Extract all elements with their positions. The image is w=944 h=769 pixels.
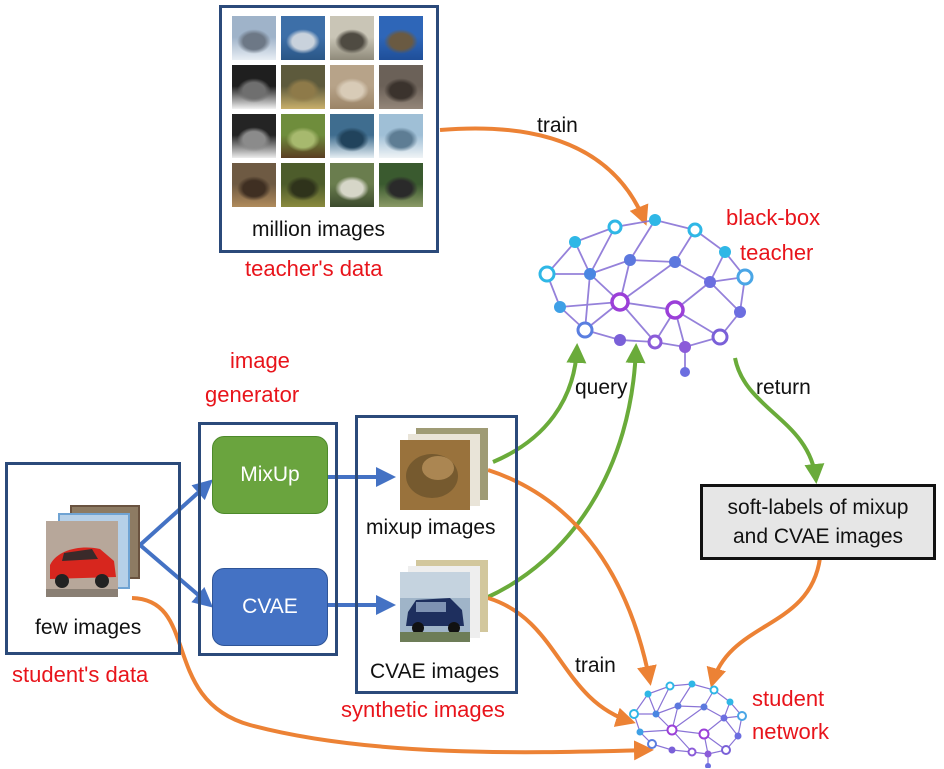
few-images-caption: few images xyxy=(35,616,142,639)
student-data-title: student's data xyxy=(12,662,149,687)
teacher-label-line1: black-box xyxy=(726,205,821,230)
generator-panel xyxy=(198,422,338,656)
deer-thumbnail xyxy=(281,114,325,158)
student-label-line1: student xyxy=(752,686,825,711)
mixup-to-student-arrow xyxy=(487,468,657,686)
soft-label-to-student-arrow xyxy=(706,557,822,688)
train-label-top: train xyxy=(537,114,578,137)
dog-thumbnail xyxy=(232,114,276,158)
frog-thumbnail xyxy=(281,163,325,207)
cvae-to-student-arrow xyxy=(487,596,636,727)
query-arrow-mixup xyxy=(492,343,587,464)
car-thumbnail xyxy=(232,65,276,109)
teacher-label-line2: teacher xyxy=(740,240,814,265)
truck-thumbnail xyxy=(330,163,374,207)
ship-thumbnail xyxy=(330,114,374,158)
mixup-block: MixUp xyxy=(212,436,328,514)
ship-thumbnail xyxy=(379,114,423,158)
cvae-images-caption: CVAE images xyxy=(370,660,500,683)
student-label-line2: network xyxy=(752,719,830,744)
mixup-image-stack xyxy=(400,428,488,510)
train-label-bottom: train xyxy=(575,654,616,677)
airplane-thumbnail xyxy=(281,16,325,60)
soft-labels-box: soft-labels of mixup and CVAE images xyxy=(700,484,936,560)
synthetic-images-panel xyxy=(355,415,518,694)
cvae-image-stack xyxy=(400,560,488,642)
generator-title-line2: generator xyxy=(205,382,300,407)
return-arrow xyxy=(733,357,825,484)
car-thumbnail xyxy=(281,65,325,109)
cvae-block: CVAE xyxy=(212,568,328,646)
soft-labels-line2: and CVAE images xyxy=(732,525,904,548)
soft-labels-line1: soft-labels of mixup xyxy=(727,496,909,519)
ostrich-thumbnail xyxy=(379,16,423,60)
few-images-stack xyxy=(46,505,140,597)
teacher-data-title: teacher's data xyxy=(245,256,383,281)
train-arrow-teacher xyxy=(439,126,649,226)
teacher-network-icon xyxy=(538,214,754,377)
teacher-data-caption: million images xyxy=(252,218,386,241)
bird-thumbnail xyxy=(330,16,374,60)
return-label: return xyxy=(756,376,811,399)
few-images-to-student-arrow xyxy=(131,596,654,761)
generator-title-line1: image xyxy=(230,348,290,373)
frog-thumbnail xyxy=(232,163,276,207)
mixup-images-caption: mixup images xyxy=(366,516,496,539)
teacher-data-panel xyxy=(219,5,439,253)
truck-thumbnail xyxy=(379,163,423,207)
query-label: query xyxy=(575,376,628,399)
synthetic-images-title: synthetic images xyxy=(341,697,505,722)
student-data-panel xyxy=(5,462,181,655)
student-network-icon xyxy=(629,680,747,768)
cat-thumbnail xyxy=(330,65,374,109)
cat-thumbnail xyxy=(379,65,423,109)
airplane-thumbnail xyxy=(232,16,276,60)
